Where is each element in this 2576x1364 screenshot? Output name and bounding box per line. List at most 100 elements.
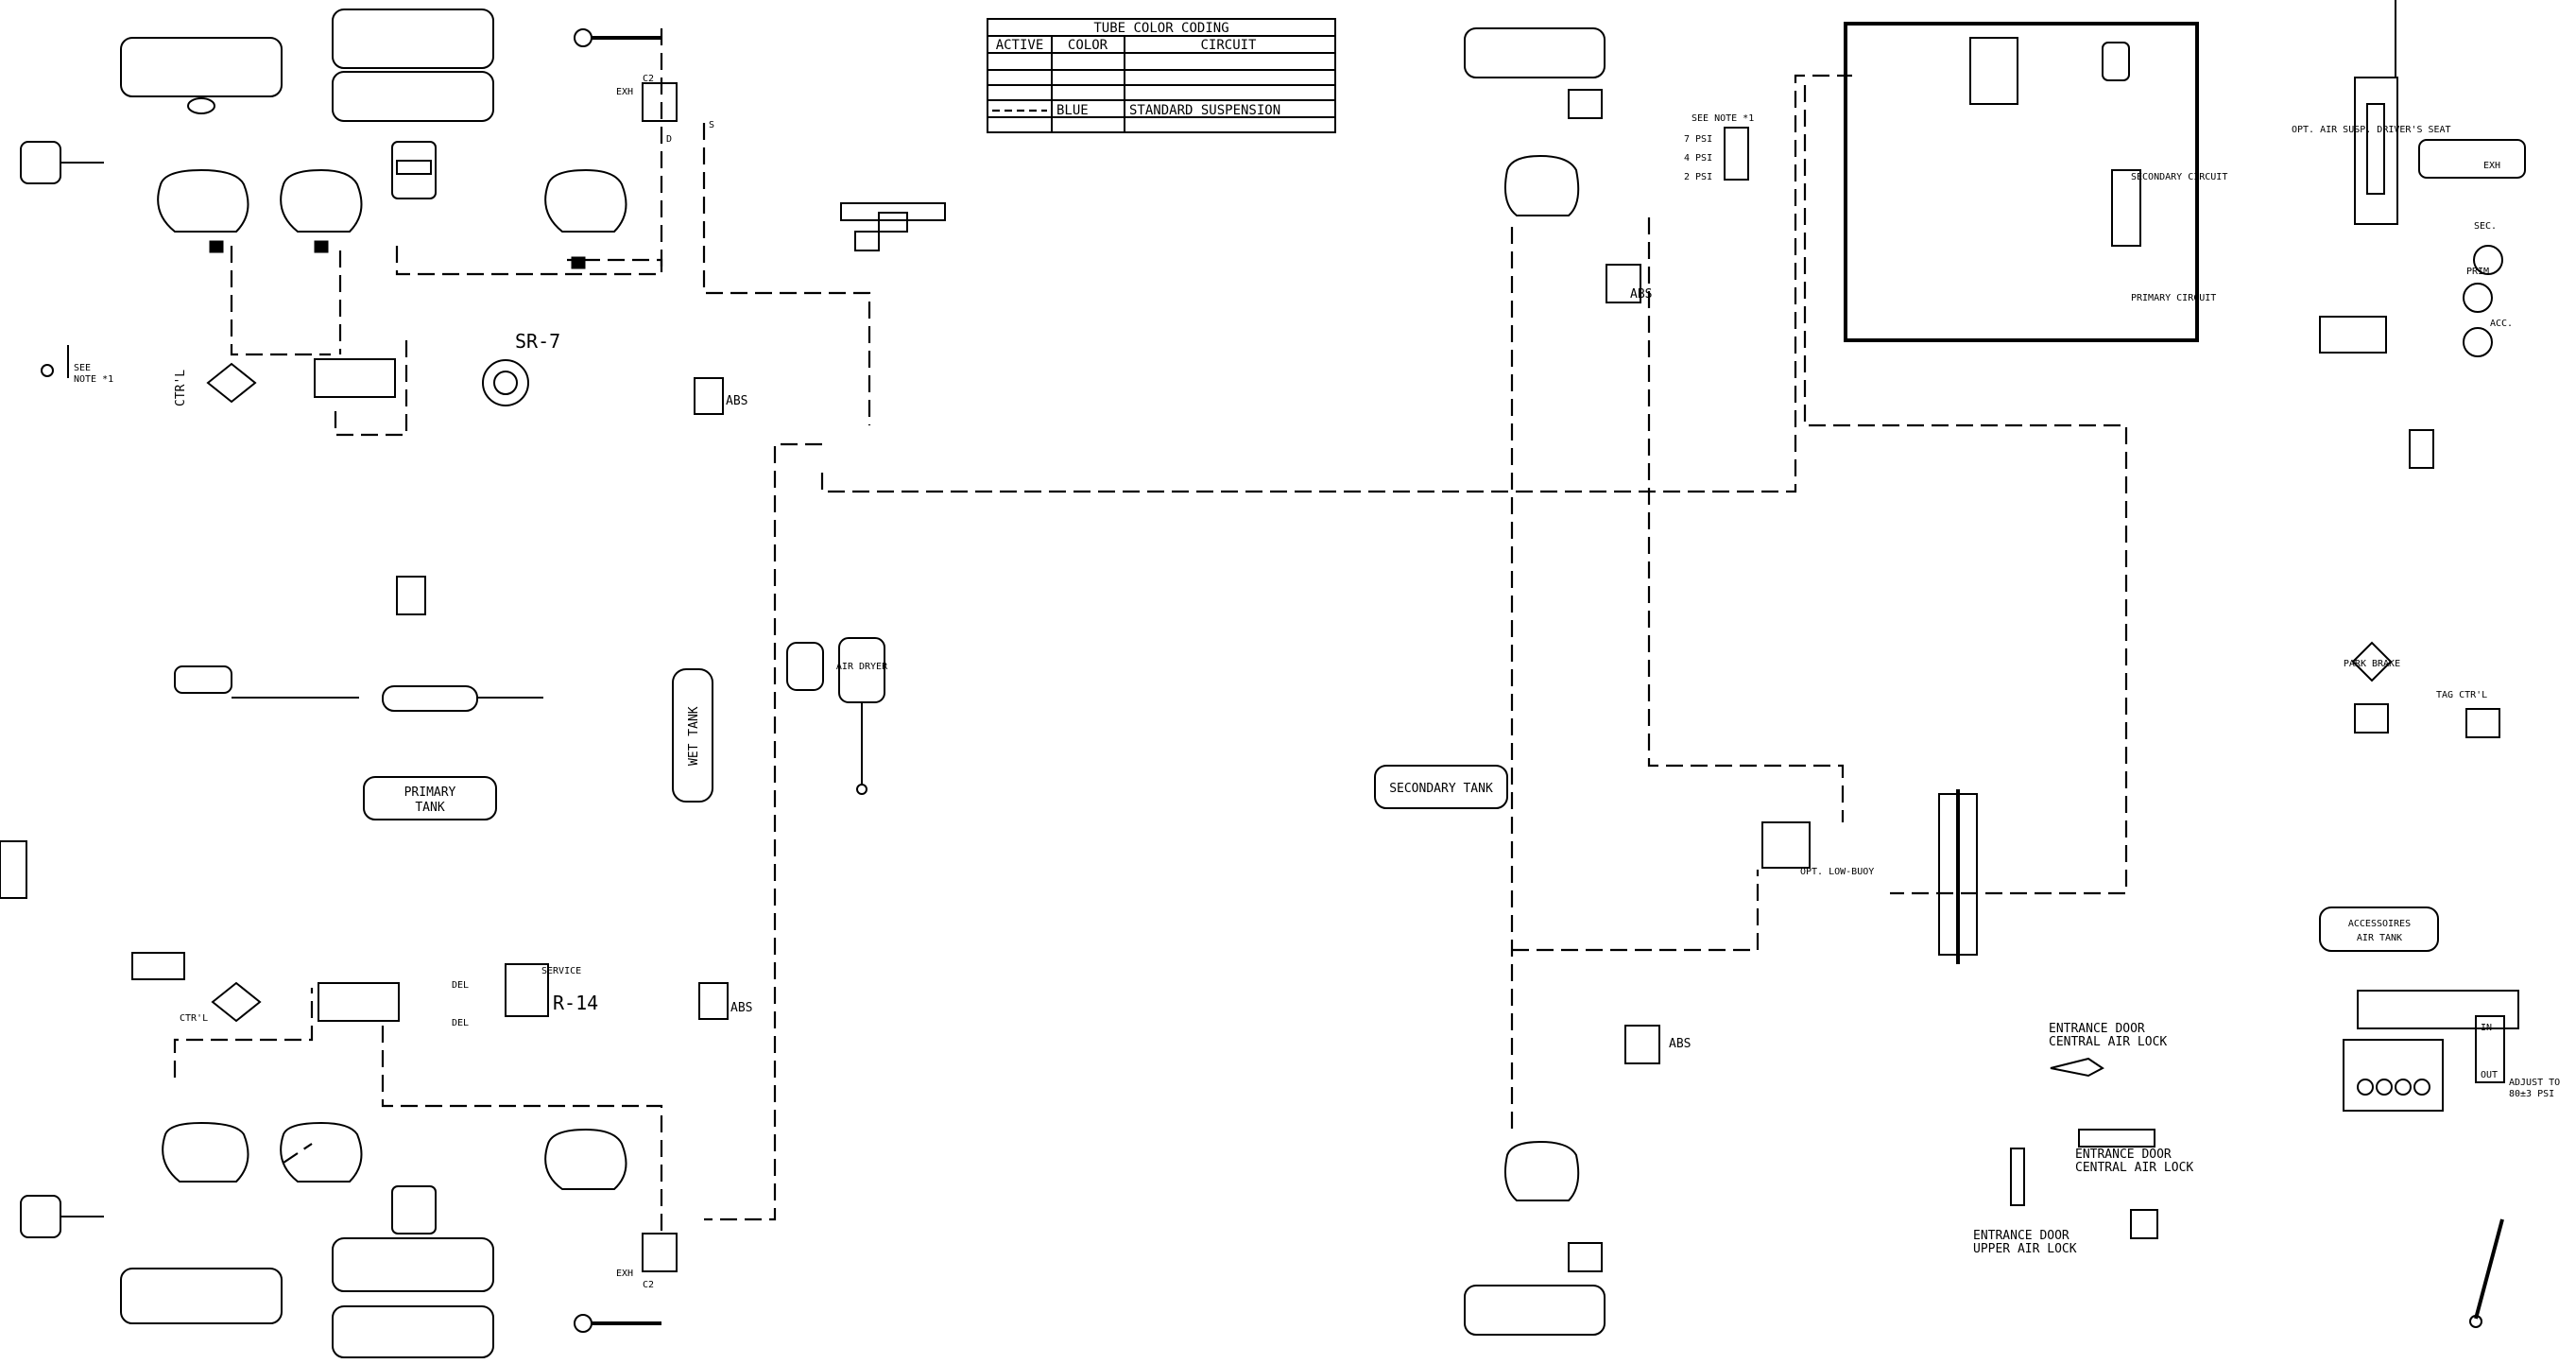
ctrl-valve-rear	[211, 981, 262, 1023]
legend-row-circuit: STANDARD SUSPENSION	[1129, 103, 1280, 118]
door-valve	[2130, 1209, 2158, 1239]
central-air-lock-1	[2050, 1057, 2104, 1078]
pressure-regulator	[2475, 1015, 2505, 1083]
label-entrance-central-2b: CENTRAL AIR LOCK	[2075, 1161, 2193, 1175]
abs-modulator-front-left	[694, 377, 724, 415]
ctrl-valve-rear-2	[131, 952, 185, 980]
treadle-valve	[1969, 37, 2018, 105]
label-psi-7: 7 PSI	[1684, 134, 1712, 145]
label-c2-rear: C2	[643, 1280, 654, 1290]
tire-rear-left	[120, 1268, 283, 1324]
label-del-2: DEL	[452, 1018, 469, 1028]
brake-chamber-rear-left	[20, 1195, 61, 1238]
label-see-note-right: SEE NOTE *1	[1692, 113, 1754, 124]
tire-rear-left-outer	[332, 1237, 494, 1292]
label-adjust-1: ADJUST TO	[2509, 1078, 2560, 1088]
park-brake-valve	[2351, 641, 2393, 682]
label-r14: R-14	[553, 992, 598, 1014]
label-abs-2: ABS	[730, 1001, 752, 1015]
wet-tank	[672, 668, 713, 803]
air-spring-1	[157, 168, 249, 233]
gauge-fitting	[2102, 42, 2130, 81]
acc-gauge	[2463, 327, 2493, 357]
label-sr7: SR-7	[515, 330, 560, 353]
height-control-valve-rear	[318, 982, 400, 1022]
abs-modulator-front-right	[1606, 264, 1641, 303]
tire-front-left-inner	[332, 71, 494, 122]
label-out: OUT	[2481, 1070, 2498, 1080]
label-primary-circuit: PRIMARY CIRCUIT	[2131, 293, 2216, 303]
sec-gauge	[2473, 245, 2503, 275]
tag-ctrl-valve	[2465, 708, 2500, 738]
label-park-brake: PARK BRAKE	[2344, 659, 2400, 669]
parking-valve-assembly	[2319, 316, 2387, 354]
brake-chamber-front-left	[20, 141, 61, 184]
air-spring-rear-3	[544, 1128, 627, 1190]
left-front-axle-group: EXH C2 S D CTR'L SR-7 ABS SEE NOTE *1	[20, 9, 946, 415]
leveling-valve-rear	[642, 1233, 678, 1272]
abs-modulator-rear-left	[698, 982, 729, 1020]
center-components: SECONDARY TANK ABS ABS OPT. LOW-BUOY SEE…	[1374, 27, 1978, 1336]
label-see-note-a: SEE	[74, 363, 91, 373]
label-s: S	[709, 120, 714, 130]
secondary-tank	[1374, 765, 1508, 809]
legend-title: TUBE COLOR CODING	[1093, 21, 1228, 36]
label-air-dryer: AIR DRYER	[836, 662, 888, 672]
label-primary-tank: PRIMARY	[404, 786, 456, 800]
accessory-manifold	[2343, 1039, 2444, 1112]
shock-absorber-rear	[391, 1185, 437, 1235]
air-spring-rear-1	[162, 1121, 249, 1183]
label-accessories-2: AIR TANK	[2357, 933, 2402, 943]
air-spring-front-right	[1504, 154, 1580, 216]
exhaust-button-panel	[2418, 139, 2526, 179]
label-prim-gauge: PRIM.	[2466, 267, 2495, 277]
label-tag-ctrl: TAG CTR'L	[2436, 690, 2487, 700]
label-opt-air-susp: OPT. AIR SUSP. DRIVER'S SEAT	[2292, 125, 2451, 135]
accessories-air-tank	[2319, 906, 2439, 952]
label-primary-tank-2: TANK	[415, 801, 444, 815]
relay-valve-top	[840, 202, 946, 221]
ctrl-valve-front	[206, 362, 257, 404]
label-opt-low-buoy: OPT. LOW-BUOY	[1800, 867, 1874, 877]
tire-rear-left-inner	[332, 1305, 494, 1358]
mid-left-components: PRIMARY TANK WET TANK AIR DRYER	[174, 576, 888, 820]
label-psi-2: 2 PSI	[1684, 172, 1712, 182]
prim-gauge	[2463, 283, 2493, 313]
height-control-valve	[314, 358, 396, 398]
edge-valve	[0, 840, 27, 899]
manifold	[2409, 429, 2434, 469]
tire-rear-right	[1464, 1285, 1606, 1336]
check-valve	[396, 576, 426, 615]
suspension-tubing	[173, 28, 2128, 1238]
label-c2: C2	[643, 74, 654, 84]
label-acc-gauge: ACC.	[2490, 319, 2513, 329]
label-exh-rear: EXH	[616, 1269, 633, 1279]
compressor-line	[174, 665, 232, 694]
air-spring-rear-right	[1504, 1140, 1580, 1201]
sr7-valve	[482, 359, 529, 406]
primary-tank	[363, 776, 497, 820]
right-side-controls: OPT. AIR SUSP. DRIVER'S SEAT EXH SEC. PR…	[2292, 0, 2560, 1328]
legend-header-circuit: CIRCUIT	[1200, 38, 1257, 53]
label-ctrl-rear: CTR'L	[180, 1013, 208, 1024]
leveling-valve-front	[642, 82, 678, 122]
label-entrance-central-1b: CENTRAL AIR LOCK	[2049, 1035, 2167, 1049]
label-abs-3: ABS	[1630, 287, 1652, 302]
tire-front-right	[1464, 27, 1606, 78]
label-secondary-tank: SECONDARY TANK	[1389, 782, 1493, 796]
label-entrance-upper-a: ENTRANCE DOOR	[1973, 1229, 2069, 1243]
label-abs-1: ABS	[726, 394, 747, 408]
label-ctrl: CTR'L	[174, 370, 188, 406]
legend-header-active: ACTIVE	[996, 38, 1044, 53]
label-accessories-1: ACCESSOIRES	[2348, 919, 2411, 929]
label-see-note-b: NOTE *1	[74, 374, 113, 385]
air-spring-2	[280, 168, 363, 233]
label-exh-panel: EXH	[2483, 161, 2500, 171]
label-service: SERVICE	[541, 966, 581, 976]
del-block	[1724, 127, 1749, 181]
label-adjust-2: 80±3 PSI	[2509, 1089, 2554, 1099]
label-entrance-central-1a: ENTRANCE DOOR	[2049, 1022, 2145, 1036]
label-sec-gauge: SEC.	[2474, 221, 2497, 232]
legend-header-color: COLOR	[1068, 38, 1108, 53]
